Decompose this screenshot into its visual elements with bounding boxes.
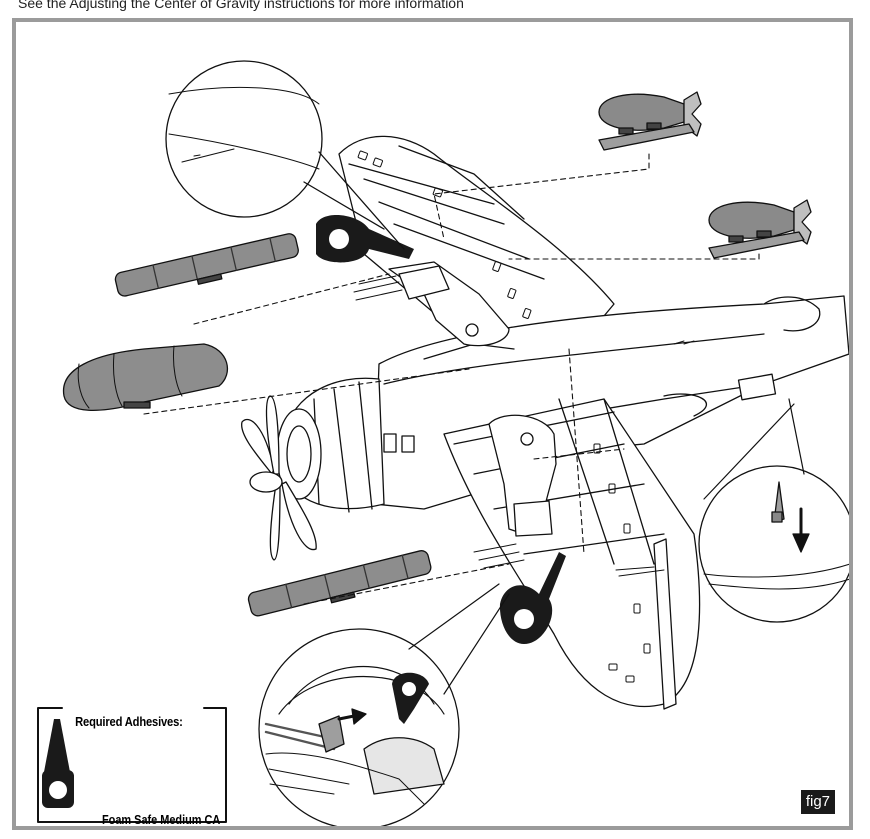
ca-glue-bottle-icon	[42, 719, 74, 808]
required-adhesives-panel: Required Adhesives: Foam Safe Medium CA	[42, 704, 238, 827]
detail-callout-icon	[165, 60, 849, 826]
right-arrow-icon	[337, 708, 367, 725]
ordnance-bomb-icon	[598, 91, 812, 259]
pylon-mount-lower	[488, 414, 557, 537]
instruction-caption: See the Adjusting the Center of Gravity …	[18, 0, 464, 11]
adhesives-title: Required Adhesives:	[70, 714, 188, 729]
aircraft-assembly-illustration	[37, 60, 849, 826]
ca-glue-bottle-icon	[316, 214, 566, 644]
figure-frame: Required Adhesives: Foam Safe Medium CA …	[12, 18, 853, 830]
engine-cowl	[276, 377, 415, 513]
assembly-guide-lines	[143, 153, 780, 605]
adhesive-product-name: Foam Safe Medium CA	[102, 812, 221, 827]
wing-panel-markings	[357, 150, 532, 319]
pylon-mount-upper	[388, 261, 510, 347]
down-arrow-icon	[792, 507, 810, 553]
rocket-tube-icon	[114, 233, 432, 617]
adhesives-box-outline	[37, 707, 227, 823]
right-wing	[443, 398, 701, 710]
figure-label: fig7	[800, 790, 835, 814]
drop-tank-icon	[62, 343, 228, 411]
